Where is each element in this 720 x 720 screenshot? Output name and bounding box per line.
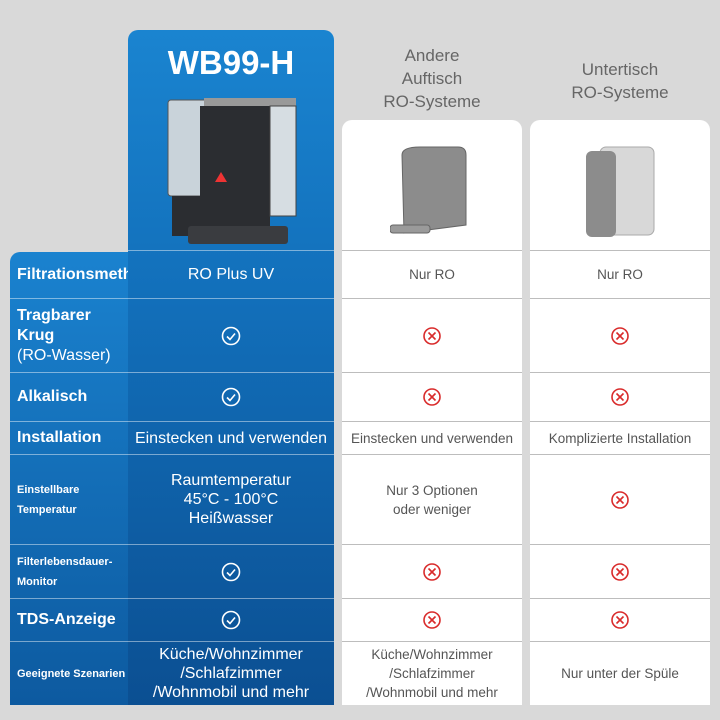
cross-circle-icon (423, 611, 441, 629)
row-1-label: Filtrationsmethode (10, 252, 128, 298)
row-3-label: Alkalisch (10, 372, 128, 421)
row-7-under (530, 598, 710, 641)
cell-text: Nur RO (597, 267, 643, 282)
cross-circle-icon (611, 326, 629, 345)
row-8-label: Geeignete Szenarien (10, 641, 128, 705)
row-5-label: Einstellbare Temperatur (10, 454, 128, 544)
check-circle-icon (221, 562, 241, 581)
row-7-other (342, 598, 522, 641)
row-4-under: Komplizierte Installation (530, 421, 710, 454)
cross-circle-icon (423, 562, 441, 581)
row-5-wb99: Raumtemperatur 45°C - 100°C Heißwasser (128, 454, 334, 544)
cell-text-line: /Schlafzimmer (180, 665, 282, 682)
row-1-wb99: RO Plus UV (128, 250, 334, 298)
cell-text: Einstecken und verwenden (350, 430, 514, 446)
header-line: RO-Systeme (571, 83, 669, 102)
row-1-under: Nur RO (530, 250, 710, 298)
row-4-wb99: Einstecken und verwenden (128, 421, 334, 454)
product-image (167, 98, 297, 244)
header-line: Untertisch (581, 60, 659, 79)
header-line: RO-Systeme (383, 92, 481, 111)
cross-circle-icon (611, 388, 629, 406)
cell-text: Nur RO (409, 267, 455, 282)
row-4-other: Einstecken und verwenden (342, 421, 522, 454)
row-2-label: Tragbarer Krug (RO-Wasser) (10, 298, 128, 372)
competitor-header-countertop: Andere Auftisch RO-Systeme (342, 44, 522, 113)
cell-text-line: /Schlafzimmer (389, 666, 475, 681)
header-line: Auftisch (401, 69, 463, 88)
check-circle-icon (221, 610, 241, 630)
cell-text-line: /Wohnmobil und mehr (152, 684, 310, 701)
check-circle-icon (221, 326, 241, 345)
row-6-other (342, 544, 522, 598)
cross-circle-icon (611, 562, 629, 581)
row-7-wb99 (128, 598, 334, 641)
row-8-other: Küche/Wohnzimmer/Schlafzimmer/Wohnmobil … (342, 641, 522, 705)
feature-label: Filtrationsmethode (17, 266, 128, 283)
cell-text-line: Nur 3 Optionen (386, 482, 478, 498)
row-3-wb99 (128, 372, 334, 421)
cell-text-line: /Wohnmobil und mehr (366, 685, 498, 700)
feature-label: Installation (17, 429, 102, 446)
feature-sublabel: (RO-Wasser) (17, 346, 111, 364)
row-5-other: Nur 3 Optionen oder weniger (342, 454, 522, 544)
cell-text: RO Plus UV (187, 266, 275, 283)
row-8-under: Nur unter der Spüle (530, 641, 710, 705)
cell-text-line: Küche/Wohnzimmer (159, 646, 303, 663)
cell-text: Komplizierte Installation (548, 430, 692, 446)
row-3-other (342, 372, 522, 421)
wb99-column: WB99-H RO Plus UV Einstecken und verwende… (128, 30, 334, 705)
competitor-header-undersink: Untertisch RO-Systeme (530, 58, 710, 104)
cross-circle-icon (611, 611, 629, 629)
row-5-under (530, 454, 710, 544)
row-6-wb99 (128, 544, 334, 598)
cross-circle-icon (611, 490, 629, 509)
row-4-label: Installation (10, 421, 128, 454)
cell-text: Einstecken und verwenden (134, 429, 328, 447)
undersink-ro-image (586, 146, 655, 237)
feature-label-column: FiltrationsmethodeTragbarer Krug (RO-Wass… (10, 252, 128, 705)
cross-circle-icon (423, 388, 441, 406)
product-title: WB99-H (167, 44, 295, 81)
check-circle-icon (221, 387, 241, 407)
row-2-wb99 (128, 298, 334, 372)
row-6-label: Filterlebensdauer-Monitor (10, 544, 128, 598)
cell-text-line: oder weniger (392, 501, 472, 517)
row-3-under (530, 372, 710, 421)
row-7-label: TDS-Anzeige (10, 598, 128, 641)
cross-circle-icon (423, 326, 441, 345)
feature-label: Tragbarer Krug (17, 306, 91, 344)
row-6-under (530, 544, 710, 598)
cell-text-line: Heißwasser (188, 510, 274, 527)
cell-text-line: 45°C - 100°C (183, 491, 279, 508)
row-1-other: Nur RO (342, 250, 522, 298)
feature-label: Alkalisch (17, 388, 88, 405)
feature-label: TDS-Anzeige (17, 611, 116, 628)
cell-text: Nur unter der Spüle (561, 666, 679, 681)
feature-label: Filterlebensdauer-Monitor (17, 555, 113, 588)
countertop-ro-image (390, 146, 467, 234)
cell-text-line: Küche/Wohnzimmer (371, 647, 493, 662)
row-2-under (530, 298, 710, 372)
feature-label: Geeignete Szenarien (17, 667, 126, 680)
row-8-wb99: Küche/Wohnzimmer/Schlafzimmer/Wohnmobil … (128, 641, 334, 705)
cell-text-line: Raumtemperatur (170, 472, 292, 489)
row-2-other (342, 298, 522, 372)
feature-label: Einstellbare Temperatur (17, 483, 80, 516)
header-line: Andere (404, 46, 460, 65)
